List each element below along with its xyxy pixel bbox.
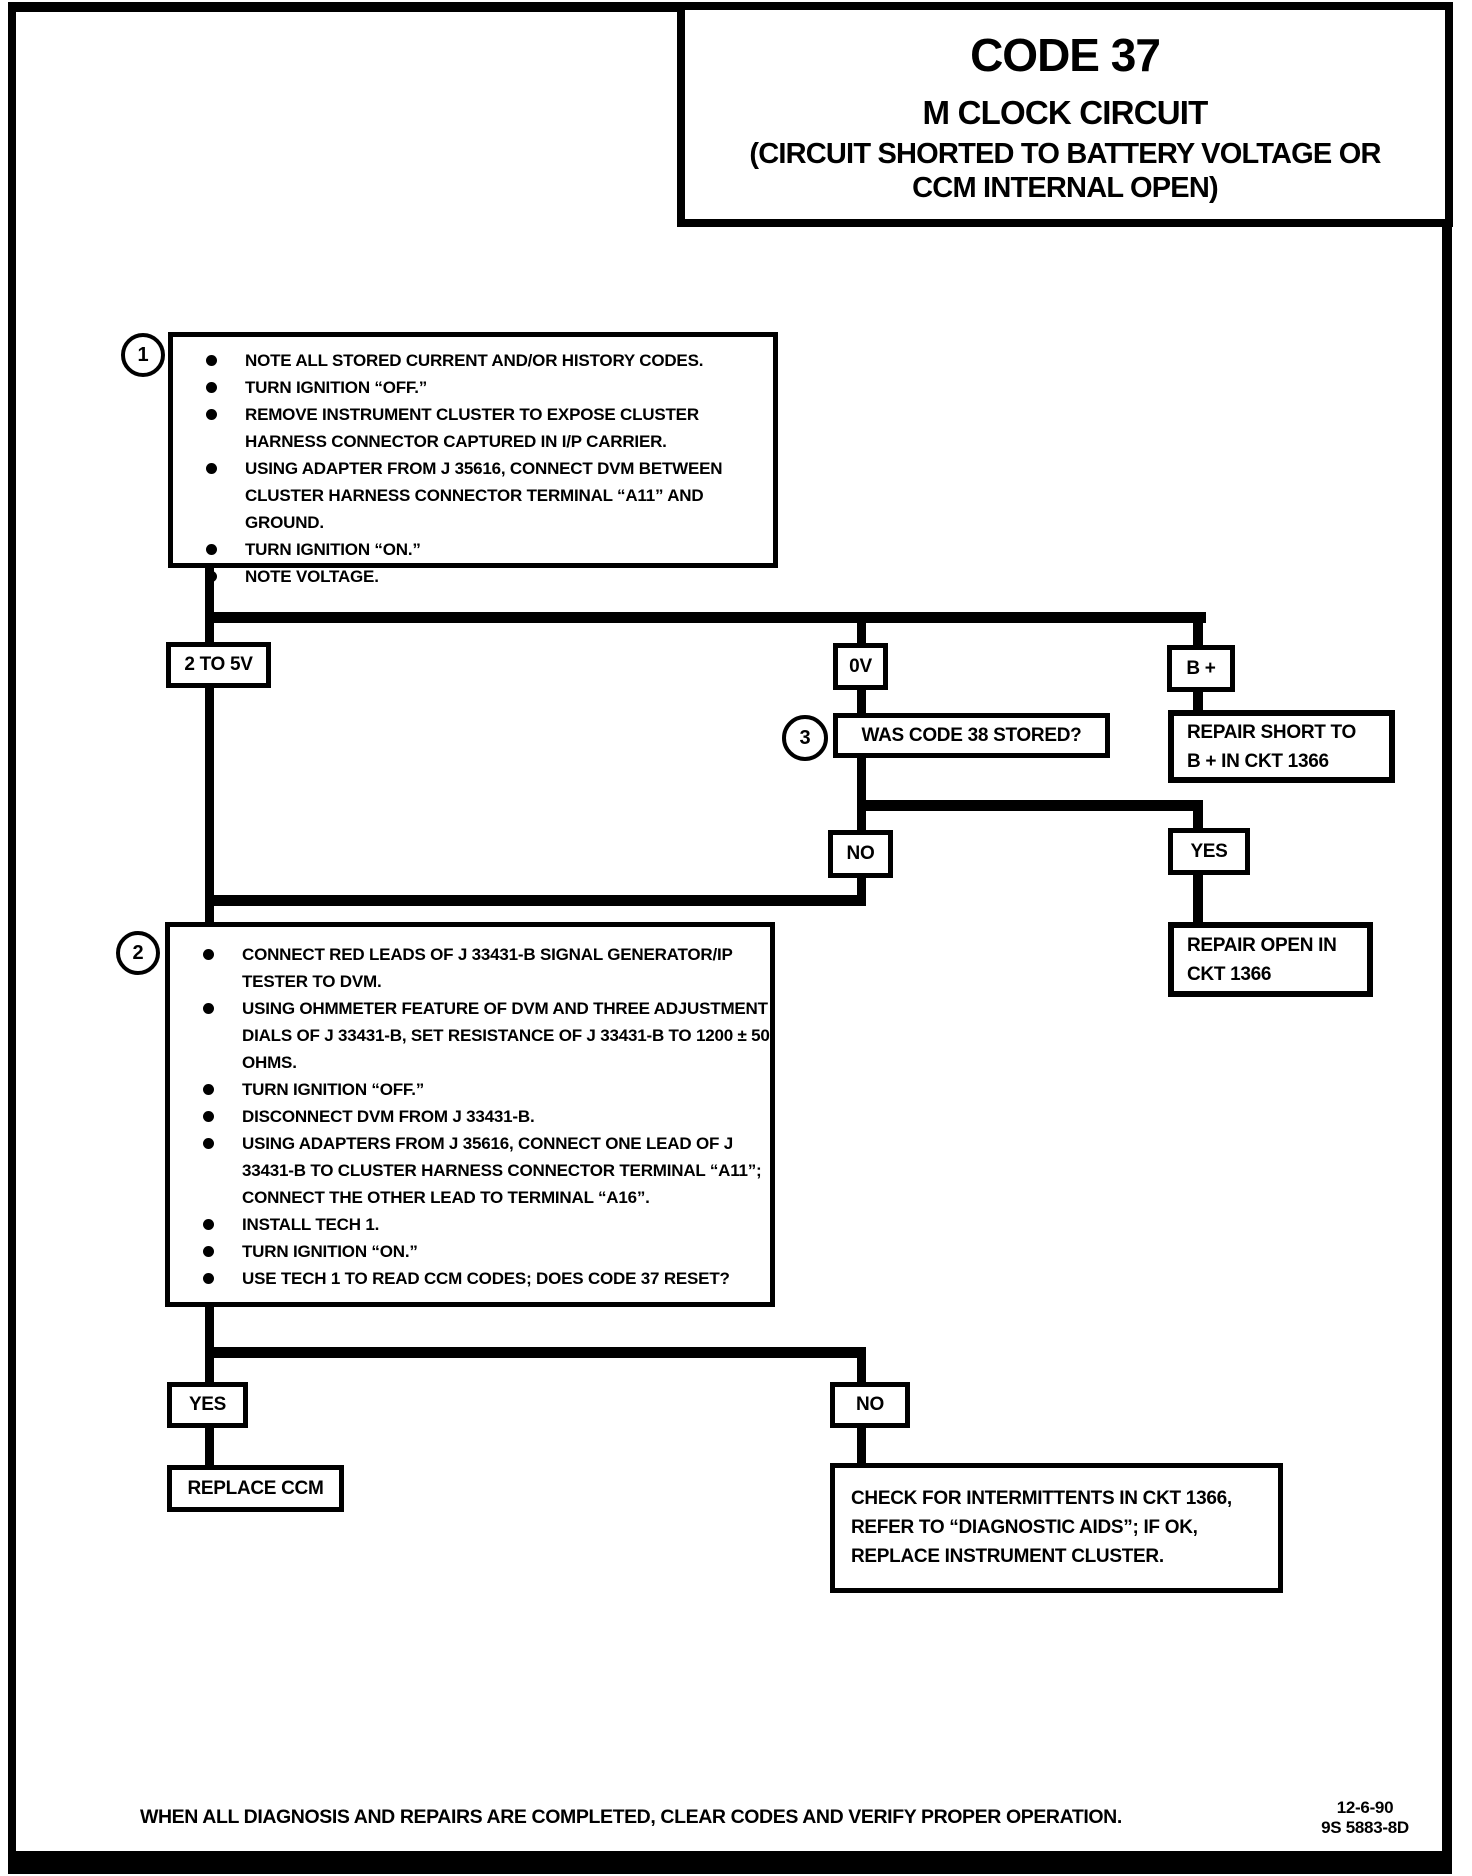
step1-bullet: REMOVE INSTRUMENT CLUSTER TO EXPOSE CLUS… xyxy=(173,401,773,455)
step2-instructions-box: CONNECT RED LEADS OF J 33431-B SIGNAL GE… xyxy=(165,922,775,1307)
title-description-line2: CCM INTERNAL OPEN) xyxy=(912,172,1218,204)
step1-bullet: TURN IGNITION “OFF.” xyxy=(173,374,773,401)
bullet-icon xyxy=(203,1138,214,1149)
branch-label-0v: 0V xyxy=(833,643,888,690)
step1-bullet: NOTE ALL STORED CURRENT AND/OR HISTORY C… xyxy=(173,347,773,374)
bullet-icon xyxy=(203,949,214,960)
bullet-icon xyxy=(203,1084,214,1095)
step1-bullet: TURN IGNITION “ON.” xyxy=(173,536,773,563)
result-answer-yes: YES xyxy=(167,1382,248,1428)
connector-result-branch-horizontal xyxy=(205,1347,866,1358)
bullet-icon xyxy=(206,355,217,366)
step2-number: 2 xyxy=(132,941,144,964)
step3-number-badge: 3 xyxy=(782,715,828,761)
page-title: CODE 37 xyxy=(970,29,1161,81)
question-answer-no: NO xyxy=(828,830,893,878)
bullet-icon xyxy=(206,409,217,420)
bullet-icon xyxy=(206,544,217,555)
step2-bullet: USE TECH 1 TO READ CCM CODES; DOES CODE … xyxy=(170,1265,770,1292)
connector-voltage-branch-horizontal xyxy=(205,612,1206,623)
step1-number-badge: 1 xyxy=(121,333,165,377)
bullet-icon xyxy=(203,1219,214,1230)
step3-number: 3 xyxy=(799,726,811,749)
bullet-icon xyxy=(203,1246,214,1257)
title-description-line1: (CIRCUIT SHORTED TO BATTERY VOLTAGE OR xyxy=(749,138,1381,170)
step1-bullet: USING ADAPTER FROM J 35616, CONNECT DVM … xyxy=(173,455,773,536)
result-answer-no: NO xyxy=(830,1382,910,1428)
step2-bullet: DISCONNECT DVM FROM J 33431-B. xyxy=(170,1103,770,1130)
step2-bullet: TURN IGNITION “OFF.” xyxy=(170,1076,770,1103)
step2-bullet: CONNECT RED LEADS OF J 33431-B SIGNAL GE… xyxy=(170,941,770,995)
bullet-icon xyxy=(206,463,217,474)
footer-document-info: 12-6-90 9S 5883-8D xyxy=(1292,1798,1438,1838)
branch-label-bplus: B + xyxy=(1167,645,1235,692)
step2-bullet: USING OHMMETER FEATURE OF DVM AND THREE … xyxy=(170,995,770,1076)
bullet-icon xyxy=(203,1003,214,1014)
step1-bullet: NOTE VOLTAGE. xyxy=(173,563,773,590)
result-replace-ccm: REPLACE CCM xyxy=(167,1465,344,1512)
bullet-icon xyxy=(206,382,217,393)
connector-question-yes-horizontal xyxy=(857,800,1203,811)
step2-bullet: INSTALL TECH 1. xyxy=(170,1211,770,1238)
branch-label-2to5v: 2 TO 5V xyxy=(166,642,271,688)
footer-date: 12-6-90 xyxy=(1336,1798,1394,1817)
result-repair-open: REPAIR OPEN IN CKT 1366 xyxy=(1168,922,1373,997)
bullet-icon xyxy=(203,1111,214,1122)
step1-instructions-box: NOTE ALL STORED CURRENT AND/OR HISTORY C… xyxy=(168,332,778,586)
connector-step1-to-step2 xyxy=(205,568,214,922)
question-answer-yes: YES xyxy=(1168,828,1250,875)
question-was-code-38-stored: WAS CODE 38 STORED? xyxy=(833,713,1110,758)
footer-note: WHEN ALL DIAGNOSIS AND REPAIRS ARE COMPL… xyxy=(140,1806,1122,1828)
bullet-icon xyxy=(203,1273,214,1284)
step1-number: 1 xyxy=(137,343,149,366)
result-repair-short: REPAIR SHORT TO B + IN CKT 1366 xyxy=(1168,710,1395,783)
result-check-intermittents: CHECK FOR INTERMITTENTS IN CKT 1366, REF… xyxy=(830,1463,1283,1593)
bullet-icon xyxy=(206,571,217,582)
connector-no-merge-horizontal xyxy=(205,895,866,906)
connector-0v-vertical xyxy=(857,612,866,906)
footer-doc-number: 9S 5883-8D xyxy=(1321,1818,1409,1837)
step2-bullet: USING ADAPTERS FROM J 35616, CONNECT ONE… xyxy=(170,1130,770,1211)
step2-number-badge: 2 xyxy=(116,931,160,975)
title-box: CODE 37 M CLOCK CIRCUIT (CIRCUIT SHORTED… xyxy=(677,2,1453,227)
step2-bullet: TURN IGNITION “ON.” xyxy=(170,1238,770,1265)
page-subtitle: M CLOCK CIRCUIT xyxy=(922,94,1209,131)
